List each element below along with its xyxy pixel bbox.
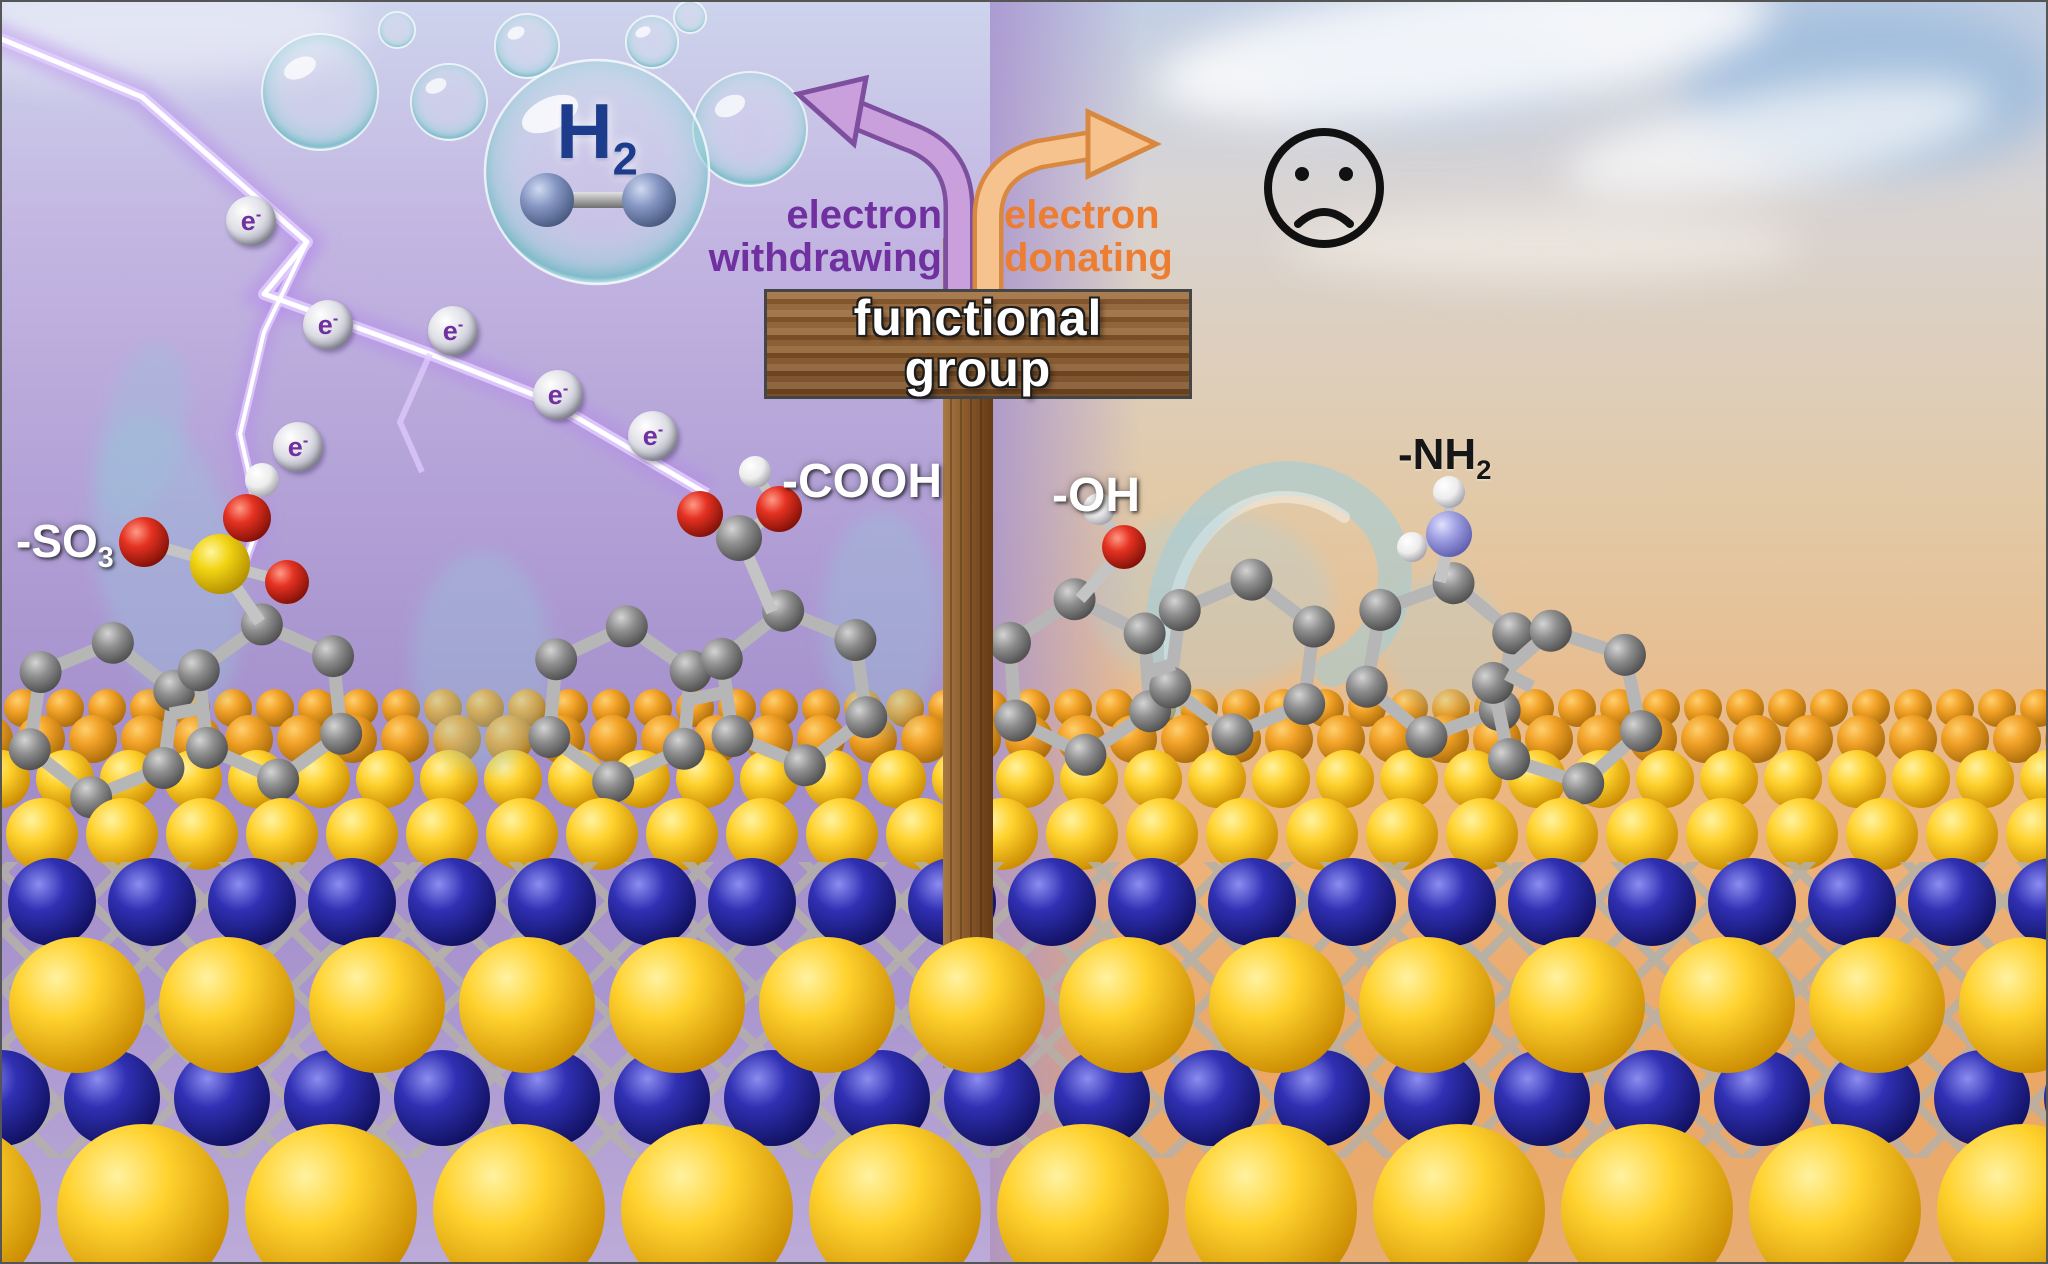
- electron-withdrawing-label: electron withdrawing: [708, 193, 942, 281]
- h2-formula-label: H2: [556, 87, 638, 185]
- electron-sphere: e-: [533, 370, 583, 420]
- oh-label: -OH: [1052, 469, 1140, 522]
- cooh-label: -COOH: [782, 455, 942, 508]
- nh2-label: -NH2: [1398, 430, 1492, 485]
- sign-line-1: functional: [853, 290, 1103, 346]
- sign-line-2: group: [904, 341, 1052, 397]
- electron-donating-label: electron donating: [1004, 193, 1173, 281]
- electron-sphere: e-: [628, 411, 678, 461]
- background-blend: [990, 2, 1140, 1262]
- electron-sphere: e-: [273, 422, 323, 472]
- functional-group-sign: functional group: [764, 289, 1192, 399]
- background-left-sky: [2, 2, 990, 1262]
- electron-sphere: e-: [428, 306, 478, 356]
- electron-sphere: e-: [226, 196, 276, 246]
- electron-sphere: e-: [303, 300, 353, 350]
- cloud: [1282, 207, 1802, 282]
- so3-label: -SO3: [16, 515, 114, 575]
